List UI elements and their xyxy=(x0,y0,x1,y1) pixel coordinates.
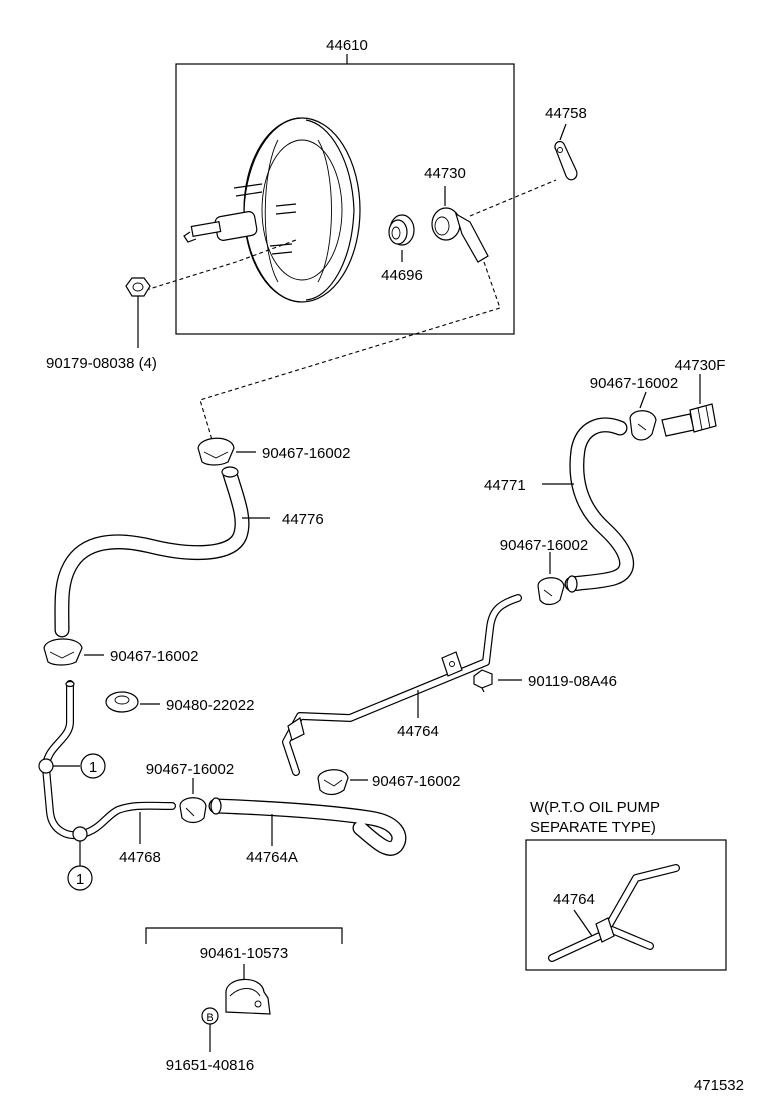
svg-text:1: 1 xyxy=(76,871,84,888)
grommet-44696 xyxy=(388,214,415,262)
hose-44764a xyxy=(208,797,407,856)
pipe-44764 xyxy=(282,594,522,776)
booster-assembly-frame xyxy=(175,63,515,335)
reference-marker-1a: 1 xyxy=(80,753,106,779)
label-90119: 90119-08A46 xyxy=(528,673,617,690)
label-44771: 44771 xyxy=(484,477,526,494)
label-44764a: 44764A xyxy=(246,849,298,866)
union-44758 xyxy=(554,123,578,181)
inset-title-line1: W(P.T.O OIL PUMP xyxy=(530,799,660,816)
hose-clip-6 xyxy=(537,552,565,606)
label-91651: 91651-40816 xyxy=(166,1057,254,1074)
label-44730f: 44730F xyxy=(675,357,726,374)
label-44776: 44776 xyxy=(282,511,324,528)
label-90179: 90179-08038 (4) xyxy=(46,355,157,372)
label-clip-3: 90467-16002 xyxy=(146,761,234,778)
hose-clip-3 xyxy=(179,778,207,824)
check-valve-44730 xyxy=(431,186,489,263)
label-90480: 90480-22022 xyxy=(166,697,254,714)
label-44768: 44768 xyxy=(119,849,161,866)
hose-clip-1 xyxy=(197,437,256,466)
hose-clip-4 xyxy=(317,769,368,796)
hose-clip-5 xyxy=(629,391,657,441)
hose-44776 xyxy=(54,466,270,638)
label-clip-5: 90467-16002 xyxy=(590,375,678,392)
reference-marker-1b: 1 xyxy=(67,865,93,891)
inset-title-line2: SEPARATE TYPE) xyxy=(530,819,656,836)
label-44610: 44610 xyxy=(326,37,368,54)
label-clip-4: 90467-16002 xyxy=(372,773,460,790)
label-clip-6: 90467-16002 xyxy=(500,537,588,554)
plug-90480 xyxy=(105,691,160,713)
booster-assembly-group: 44610 44696 xyxy=(145,37,557,441)
svg-text:B: B xyxy=(206,1012,213,1024)
hose-clip-2 xyxy=(43,638,104,666)
clamp-bracket-group: 90461-10573 xyxy=(145,927,343,1015)
label-44758: 44758 xyxy=(545,105,587,122)
label-44764: 44764 xyxy=(397,723,439,740)
label-clip-2: 90467-16002 xyxy=(110,648,198,665)
nut-90179 xyxy=(125,277,151,348)
pto-inset-group: W(P.T.O OIL PUMP SEPARATE TYPE) 44764 xyxy=(525,799,727,971)
hose-44768 xyxy=(38,680,176,866)
label-90461: 90461-10573 xyxy=(200,945,288,962)
label-44730: 44730 xyxy=(424,165,466,182)
brake-booster-drum xyxy=(183,117,361,303)
bolt-90119 xyxy=(473,669,522,693)
label-clip-1: 90467-16002 xyxy=(262,445,350,462)
valve-44730f xyxy=(661,374,717,437)
bolt-b-marker: B xyxy=(201,1007,219,1052)
label-44696: 44696 xyxy=(381,267,423,284)
hose-44771 xyxy=(542,417,635,593)
diagram-number: 471532 xyxy=(694,1077,744,1094)
svg-text:1: 1 xyxy=(89,759,97,776)
pto-inset-frame xyxy=(525,839,727,971)
label-inset-44764: 44764 xyxy=(553,891,595,908)
